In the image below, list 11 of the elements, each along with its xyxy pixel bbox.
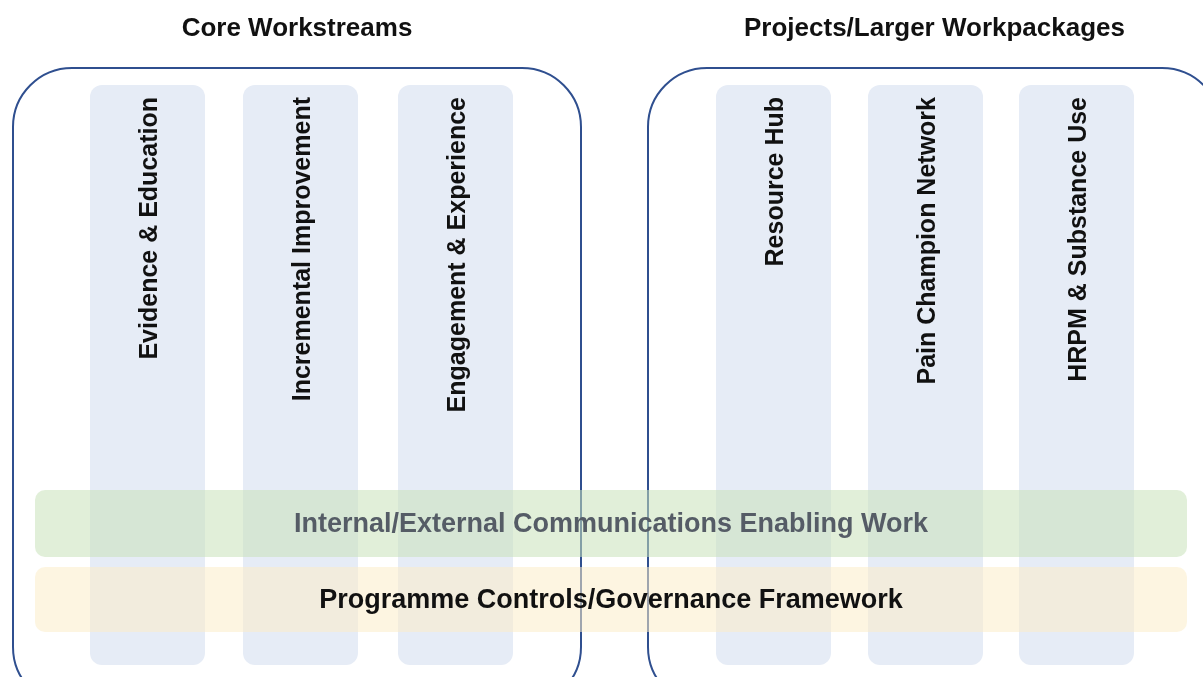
column-label: Incremental Improvement (286, 97, 315, 402)
column-label: HRPM & Substance Use (1062, 97, 1091, 382)
column-label: Resource Hub (759, 97, 788, 267)
column-bar (1019, 85, 1134, 665)
column-label: Evidence & Education (133, 97, 162, 360)
column-label: Engagement & Experience (441, 97, 470, 413)
band-bar: Programme Controls/Governance Framework (35, 567, 1187, 632)
group-heading: Projects/Larger Workpackages (743, 12, 1126, 43)
column-label: Pain Champion Network (911, 97, 940, 385)
group-heading: Core Workstreams (180, 12, 414, 43)
column-bar (90, 85, 205, 665)
